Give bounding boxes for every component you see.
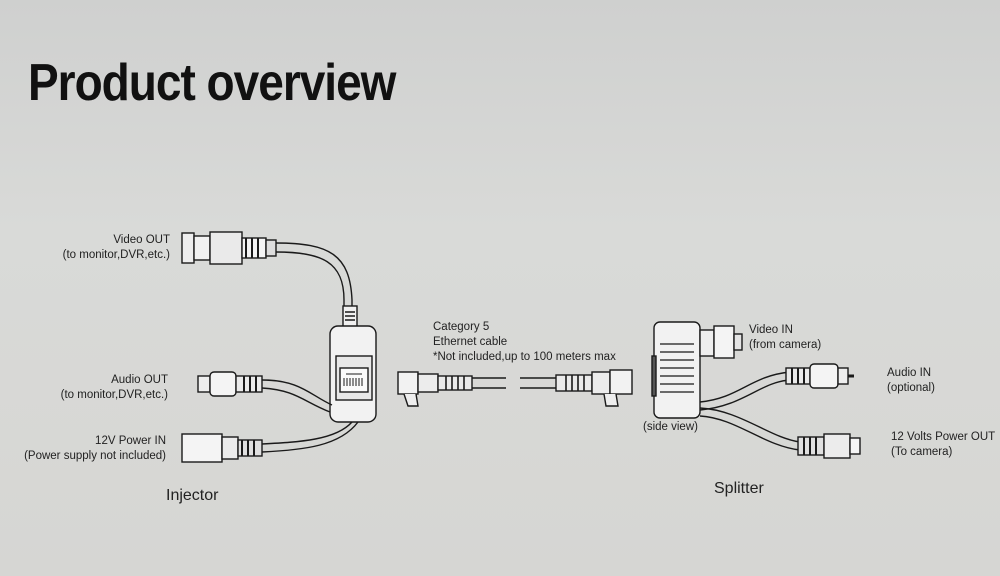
- cat5-plug-right: [555, 369, 633, 407]
- power-in-label: 12V Power IN (Power supply not included): [24, 434, 166, 464]
- injector-caption: Injector: [166, 487, 219, 504]
- power-out-text: 12 Volts Power OUT: [891, 431, 996, 443]
- side-view-label: (side view): [643, 421, 698, 433]
- splitter-dc-plug: [797, 433, 861, 459]
- video-out-note: (to monitor,DVR,etc.): [62, 249, 170, 261]
- cable-category: Category 5: [433, 321, 490, 333]
- audio-in-text: Audio IN: [887, 367, 932, 379]
- splitter-box: [653, 321, 701, 419]
- splitter-rca-connector: [785, 363, 854, 389]
- injector-dc-jack: [181, 433, 263, 463]
- cable-note: *Not included,up to 100 meters max: [433, 351, 616, 363]
- power-in-note: (Power supply not included): [24, 450, 166, 462]
- power-in-text: 12V Power IN: [95, 435, 166, 447]
- splitter-bnc-connector: [699, 325, 743, 359]
- cat5-cable-right: [520, 377, 556, 389]
- audio-out-label: Audio OUT (to monitor,DVR,etc.): [61, 373, 168, 403]
- injector-audio-cable: [261, 379, 333, 413]
- video-in-note: (from camera): [749, 339, 822, 351]
- power-out-note: (To camera): [891, 446, 953, 458]
- page-title: Product overview: [28, 53, 396, 112]
- injector-bnc-connector: [181, 231, 277, 265]
- video-out-text: Video OUT: [113, 234, 170, 246]
- injector-power-cable: [261, 421, 359, 453]
- power-out-label: 12 Volts Power OUT (To camera): [891, 430, 995, 460]
- video-in-text: Video IN: [749, 324, 793, 336]
- splitter-audio-cable: [699, 371, 791, 411]
- injector-video-cable: [275, 242, 353, 312]
- audio-in-label: Audio IN (optional): [887, 366, 935, 396]
- audio-out-note: (to monitor,DVR,etc.): [60, 389, 168, 401]
- video-in-label: Video IN (from camera): [749, 323, 821, 353]
- audio-in-note: (optional): [887, 382, 935, 394]
- video-out-label: Video OUT (to monitor,DVR,etc.): [63, 233, 170, 263]
- splitter-power-cable: [699, 407, 801, 451]
- injector-rca-connector: [197, 371, 263, 397]
- splitter-caption: Splitter: [714, 480, 764, 497]
- cable-label: Category 5 Ethernet cable *Not included,…: [433, 320, 616, 365]
- cat5-cable-left: [472, 377, 506, 389]
- cat5-plug-left: [397, 371, 473, 407]
- audio-out-text: Audio OUT: [111, 374, 168, 386]
- cable-type: Ethernet cable: [433, 336, 508, 348]
- rj45-port: [339, 367, 369, 393]
